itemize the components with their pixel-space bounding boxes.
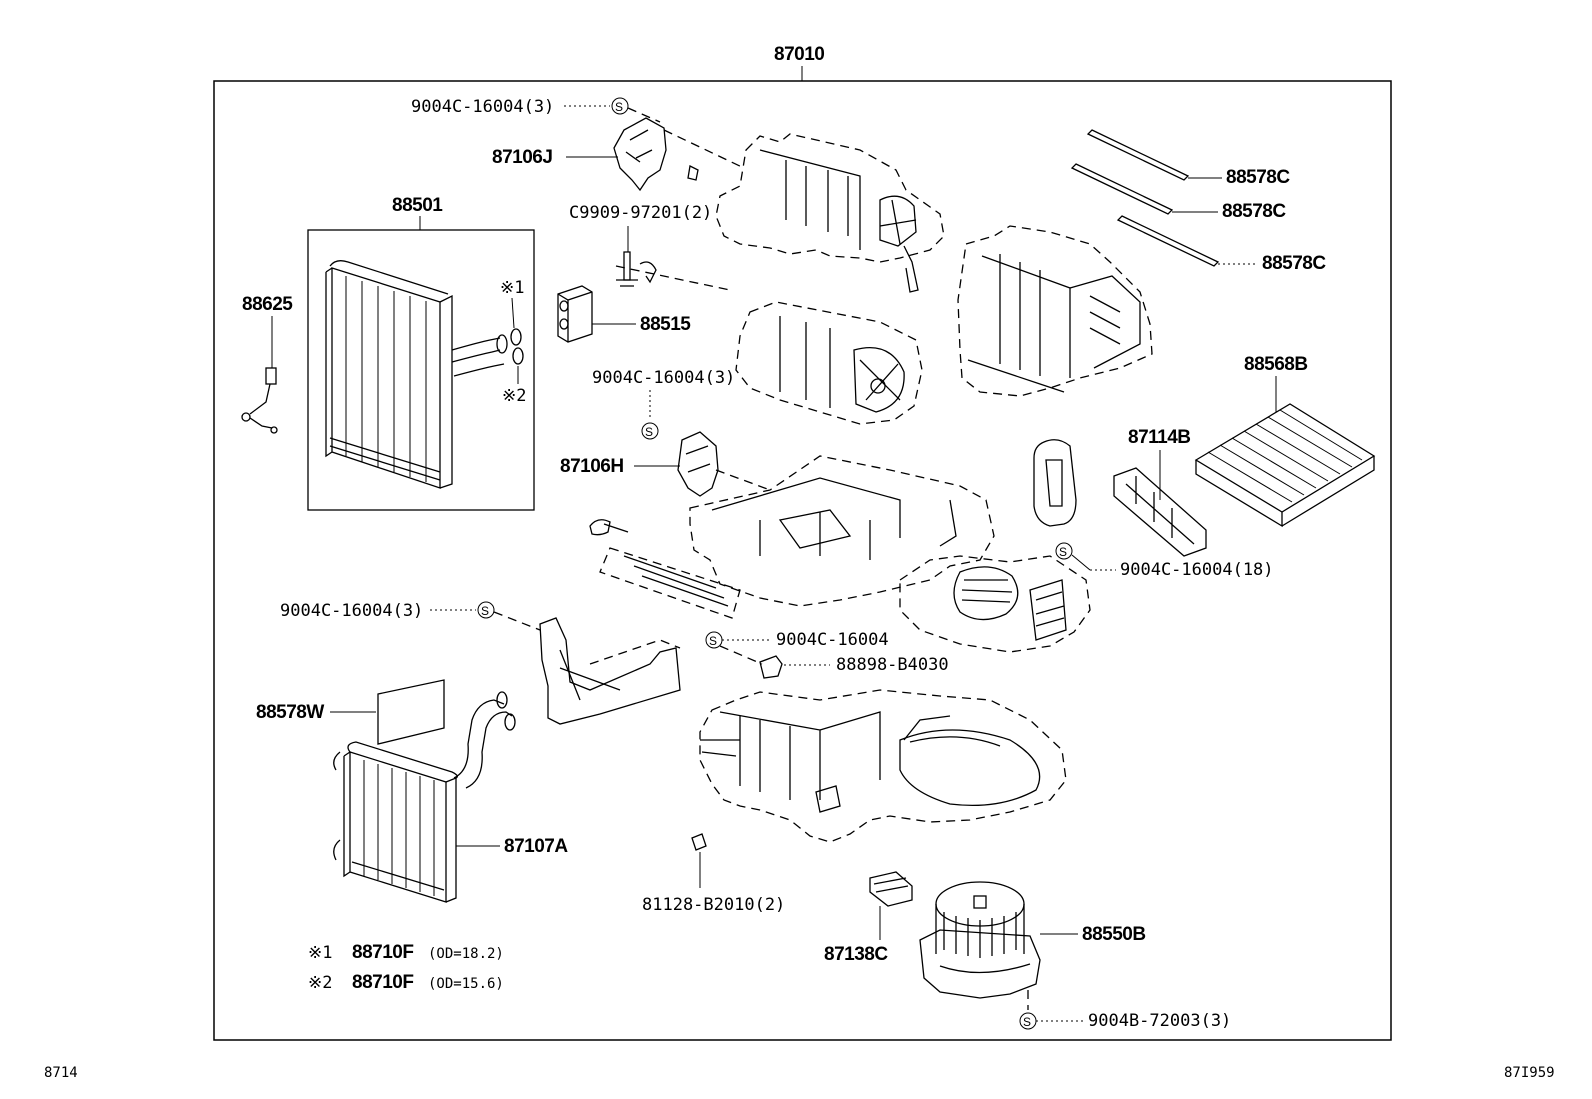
- seal-2-label[interactable]: 88578C: [1222, 201, 1287, 222]
- evaporator-label[interactable]: 88501: [392, 195, 444, 216]
- assembly-number[interactable]: 87010: [774, 44, 825, 65]
- screw-right-callout: S 9004C-16004(18): [1055, 542, 1274, 580]
- seal-1-label[interactable]: 88578C: [1226, 167, 1291, 188]
- screw-symbol: S: [1023, 1015, 1031, 1029]
- heater-core: 87107A: [333, 691, 569, 903]
- blower-resistor: 87138C: [824, 871, 913, 965]
- screw-single-callout: S 9004C-16004: [705, 630, 889, 665]
- heater-pad-label[interactable]: 88578W: [256, 702, 325, 723]
- screw-mid-label[interactable]: 9004C-16004(3): [592, 368, 735, 388]
- sensor-clip: 81128-B2010(2): [642, 833, 785, 915]
- footer-left-code: 8714: [44, 1065, 78, 1081]
- o-ring-legend: ※1 88710F (OD=18.2) ※2 88710F (OD=15.6): [308, 942, 504, 993]
- footer-right-code: 87I959: [1504, 1065, 1555, 1081]
- mark2-label: ※2: [502, 386, 526, 406]
- blower-housing: [899, 555, 1091, 653]
- filter-gasket: [1033, 439, 1077, 527]
- screw-symbol: S: [709, 634, 717, 648]
- blower-motor-label[interactable]: 88550B: [1082, 924, 1146, 945]
- motor-screw-label[interactable]: 9004B-72003(3): [1088, 1011, 1231, 1031]
- filter-label[interactable]: 88568B: [1244, 354, 1308, 375]
- blower-scroll-case: [735, 301, 923, 425]
- damper-h: 87106H: [560, 431, 771, 497]
- screw-mid-callout: 9004C-16004(3) S: [592, 368, 735, 440]
- legend-row2-mark: ※2: [308, 973, 332, 993]
- damper-j-label[interactable]: 87106J: [492, 147, 553, 168]
- evaporator-group: 88501 ※1 ※2: [307, 195, 535, 511]
- blower-motor: 88550B: [919, 881, 1146, 1010]
- intake-door: [589, 519, 741, 619]
- screw-symbol: S: [615, 100, 623, 114]
- seal-strips: 88578C 88578C 88578C: [1070, 129, 1327, 274]
- evaporator-box: [307, 229, 535, 511]
- middle-case: [689, 455, 995, 607]
- lower-case: [699, 689, 1067, 843]
- screw-right-label[interactable]: 9004C-16004(18): [1120, 560, 1274, 580]
- resistor-label[interactable]: 87138C: [824, 944, 889, 965]
- screw-top-callout: 9004C-16004(3) S: [411, 97, 661, 123]
- evaporator-core: [325, 260, 524, 489]
- screw-symbol: S: [1059, 545, 1067, 559]
- mark1-label: ※1: [500, 278, 524, 298]
- filter-cover: 87114B: [1113, 427, 1207, 557]
- sensor-clip-label[interactable]: 81128-B2010(2): [642, 895, 785, 915]
- screw-single-label[interactable]: 9004C-16004: [776, 630, 889, 650]
- valve-screw: C9909-97201(2): [569, 203, 712, 287]
- sensor-label[interactable]: 88625: [242, 294, 294, 315]
- motor-screw-callout: S 9004B-72003(3): [1019, 1011, 1231, 1031]
- legend-row1-mark: ※1: [308, 943, 332, 963]
- damper-h-label[interactable]: 87106H: [560, 456, 624, 477]
- screw-left-label[interactable]: 9004C-16004(3): [280, 601, 423, 621]
- screw-left-callout: 9004C-16004(3) S: [280, 601, 541, 631]
- clamp: 88898-B4030: [759, 655, 949, 679]
- legend-row1-note: (OD=18.2): [428, 946, 504, 962]
- cabin-filter: 88568B: [1194, 354, 1376, 528]
- screw-symbol: S: [645, 425, 653, 439]
- rear-duct: [539, 617, 681, 725]
- upper-case: [615, 133, 945, 293]
- intake-box: [957, 225, 1153, 397]
- screw-symbol: S: [481, 604, 489, 618]
- clamp-label[interactable]: 88898-B4030: [836, 655, 949, 675]
- heater-core-label[interactable]: 87107A: [504, 836, 569, 857]
- damper-j: 87106J: [492, 117, 745, 192]
- seal-3-label[interactable]: 88578C: [1262, 253, 1327, 274]
- heater-pad: 88578W: [256, 679, 445, 745]
- legend-row2-part[interactable]: 88710F: [352, 972, 414, 993]
- expansion-valve-label[interactable]: 88515: [640, 314, 692, 335]
- screw-top-label[interactable]: 9004C-16004(3): [411, 97, 554, 117]
- filter-cover-label[interactable]: 87114B: [1128, 427, 1191, 448]
- legend-row1-part[interactable]: 88710F: [352, 942, 414, 963]
- legend-row2-note: (OD=15.6): [428, 976, 504, 992]
- expansion-valve: 88515: [557, 285, 692, 343]
- valve-screw-label[interactable]: C9909-97201(2): [569, 203, 712, 223]
- temperature-sensor: 88625: [241, 294, 294, 434]
